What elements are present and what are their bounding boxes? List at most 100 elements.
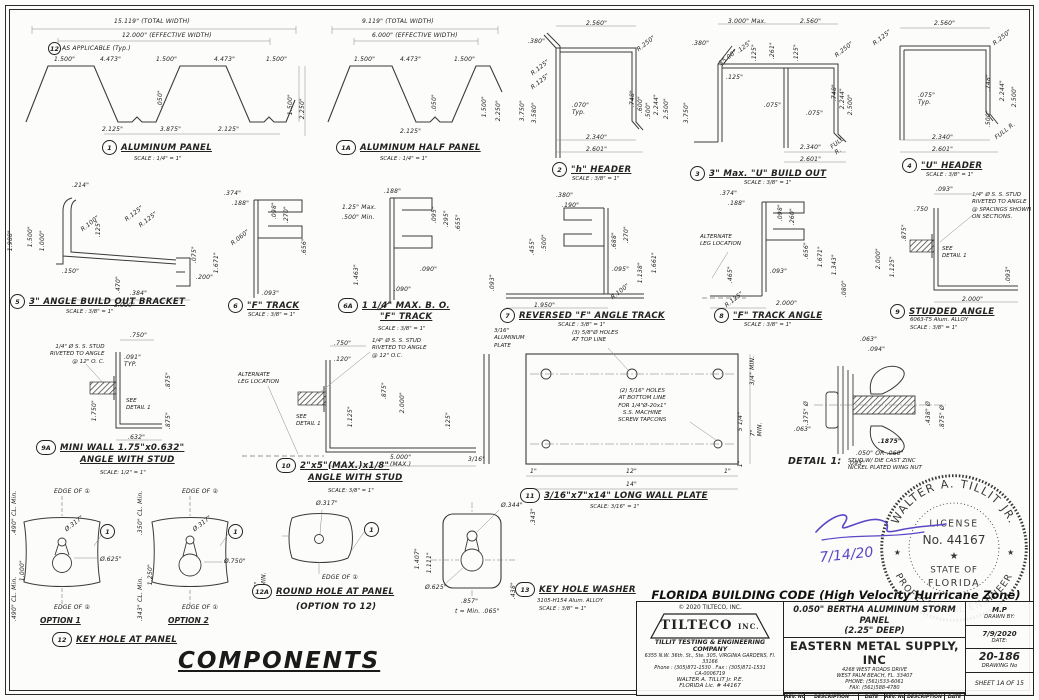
drawing-number-label: DRAWING No [981,663,1018,670]
see-detail-ref: SEE DETAIL 1 [942,246,967,260]
dim-label: .095" [430,206,438,224]
figure-balloon: 12 [52,632,72,647]
dim-label: .857" [461,598,479,605]
dim-label: 1.000" [38,230,46,252]
stud-note: 1/4" Ø S. S. STUD RIVETED TO ANGLE @ 12"… [50,344,105,365]
dim-label: .380" [528,38,546,45]
figure-round-hole-at-panel: Ø.317" 1 .345" CL. MIN. EDGE OF ① 12A RO… [252,492,432,622]
dim-label: .093" [770,268,788,275]
figure-f-track-max-bo: .188" 1.25" Max. .500" Min. .095" .295" … [336,186,476,332]
dim-label: .075" [806,110,824,117]
dim-label: .750" [334,340,352,347]
dim-label: 1.111" [425,552,433,574]
figure-caption: 1A ALUMINUM HALF PANEL [336,140,481,155]
dim-label: Ø.344" [501,502,523,509]
dim-label: .125" [750,44,758,62]
title-block-firm: © 2020 TILTECO, INC. TILTECO INC. TILLIT… [637,602,784,695]
dim-label: .050" [430,94,438,112]
title-block: © 2020 TILTECO, INC. TILTECO INC. TILLIT… [636,601,1034,700]
stud-note: 1/4" Ø S. S. STUD RIVETED TO ANGLE @ 12"… [372,338,427,359]
figure-scale: SCALE : 3/8" = 1" [744,322,792,328]
drawn-by-label: DRAWN BY: [984,614,1015,621]
figure-key-hole-at-panel: EDGE OF ① .490" CL. Min. Ø.317" 1 1.000"… [10,486,262,656]
dim-label: .190" [562,202,580,209]
figure-alloy: 6063-T5 Alum. ALLOY [910,317,969,323]
dim-label: .093" [488,274,496,292]
stamp-number: No. 44167 [923,533,986,547]
dim-label: .500" Min. [342,214,375,221]
dim-label: 1" [724,468,731,475]
figure-title: 3" Max. "U" BUILD OUT [709,168,827,179]
figure-caption: 4 "U" HEADER [902,158,982,173]
dim-label: .091" TYP. [124,354,142,369]
dim-label: 2.000" [776,300,798,307]
dim-label: 3.000" [114,302,136,309]
figure-long-wall-plate: 3/16" ALUMINUM PLATE (3) 5/8"Ø HOLES AT … [468,326,768,511]
dim-label: 1.463" [352,264,360,286]
dim-label: 1.500" [480,96,488,118]
client-name: EASTERN METAL SUPPLY, INC [790,638,959,667]
dim-label: .384" [130,290,148,297]
figure-balloon: 1A [336,140,356,155]
figure-scale: SCALE: 3/8" = 1" [328,488,374,494]
signature-date: 7/14/20 [819,544,874,566]
stamp-florida: FLORIDA [928,578,980,589]
dim-label: 2.000" [874,248,882,270]
dim-label: 2.000" [398,392,406,414]
dim-label: .261" [768,42,776,60]
figure-title: 1 1/4" MAX. B. O. [362,300,450,311]
panel-subtitle: (2.25" DEEP) [844,625,905,635]
plate-note: 3/16" ALUMINUM PLATE [494,328,525,349]
client-addr1: 4268 WEST ROADS DRIVE [841,666,908,673]
dim-label: .748" [984,74,992,92]
dim-label: .490" CL. Min. [10,490,18,536]
dim-label: .350" CL. Min. [136,490,144,536]
detail-label: DETAIL 1: [788,456,842,467]
dim-label: .270" [282,206,290,224]
figure-balloon: 12A [252,584,272,599]
dim-label: .070" Typ. [572,102,590,117]
dim-label: 3.875" [160,126,182,133]
dim-label: .125" [792,44,800,62]
dim-label: .188" [232,200,250,207]
figure-caption: 7 REVERSED "F" ANGLE TRACK [500,308,665,323]
figure-balloon: 9A [36,440,56,455]
dim-label: 2.500" [662,98,670,120]
dim-label: 3.750" [518,100,526,122]
dim-label: 2.125" [218,126,240,133]
dim-label: .875" [164,412,172,430]
drawing-number-value: 20-186 [979,651,1020,664]
dim-label: .075" Typ. [918,92,936,107]
figure-title: ALUMINUM HALF PANEL [360,142,481,153]
dim-label: 2.601" [800,156,822,163]
title-block-meta: M.P DRAWN BY: 7/9/2020 DATE: 20-186 DRAW… [966,602,1033,695]
dim-label: .656" [802,242,810,260]
figure-balloon: 6A [338,298,358,313]
dim-label: .875" [164,372,172,390]
dim-label: AS APPLICABLE (Typ.) [62,45,131,52]
edge-label: EDGE OF ① [182,604,219,611]
figure-balloon: 7 [500,308,515,323]
dim-label: 2.500" [846,94,854,116]
dim-label: 2.000" [962,296,984,303]
option-label: OPTION 2 [168,616,209,625]
company-ca: CA-0006719 [694,671,726,677]
figure-f-track: .374" .188" .098" .270" R.060" .656" 1.6… [212,186,332,318]
dim-label: .098" [270,202,278,220]
figure-f-track-angle: .374" .188" .098" .260" .656" 1.671" 1.3… [700,186,868,328]
dim-label: .655" [454,214,462,232]
figure-title: REVERSED "F" ANGLE TRACK [519,310,665,321]
dim-label: 3/16" [468,456,486,463]
dim-label: .875" [900,224,908,242]
dim-label: .075" [764,102,782,109]
stamp-star-left: ★ [894,548,901,557]
figure-title: ROUND HOLE AT PANEL [276,586,395,597]
company-name: TILLIT TESTING & ENGINEERING COMPANY [654,639,766,653]
dim-label: .1875" [878,438,902,445]
title-block-project: 0.050" BERTHA ALUMINUM STORM PANEL (2.25… [784,602,966,700]
dim-label: .295" [442,210,450,228]
dim-label: 3.580" [530,102,538,124]
dim-label: 1.671" [816,246,824,268]
dim-label: 3/4" MIN. [748,355,756,386]
figure-title: 3" ANGLE BUILD OUT BRACKET [29,296,186,307]
